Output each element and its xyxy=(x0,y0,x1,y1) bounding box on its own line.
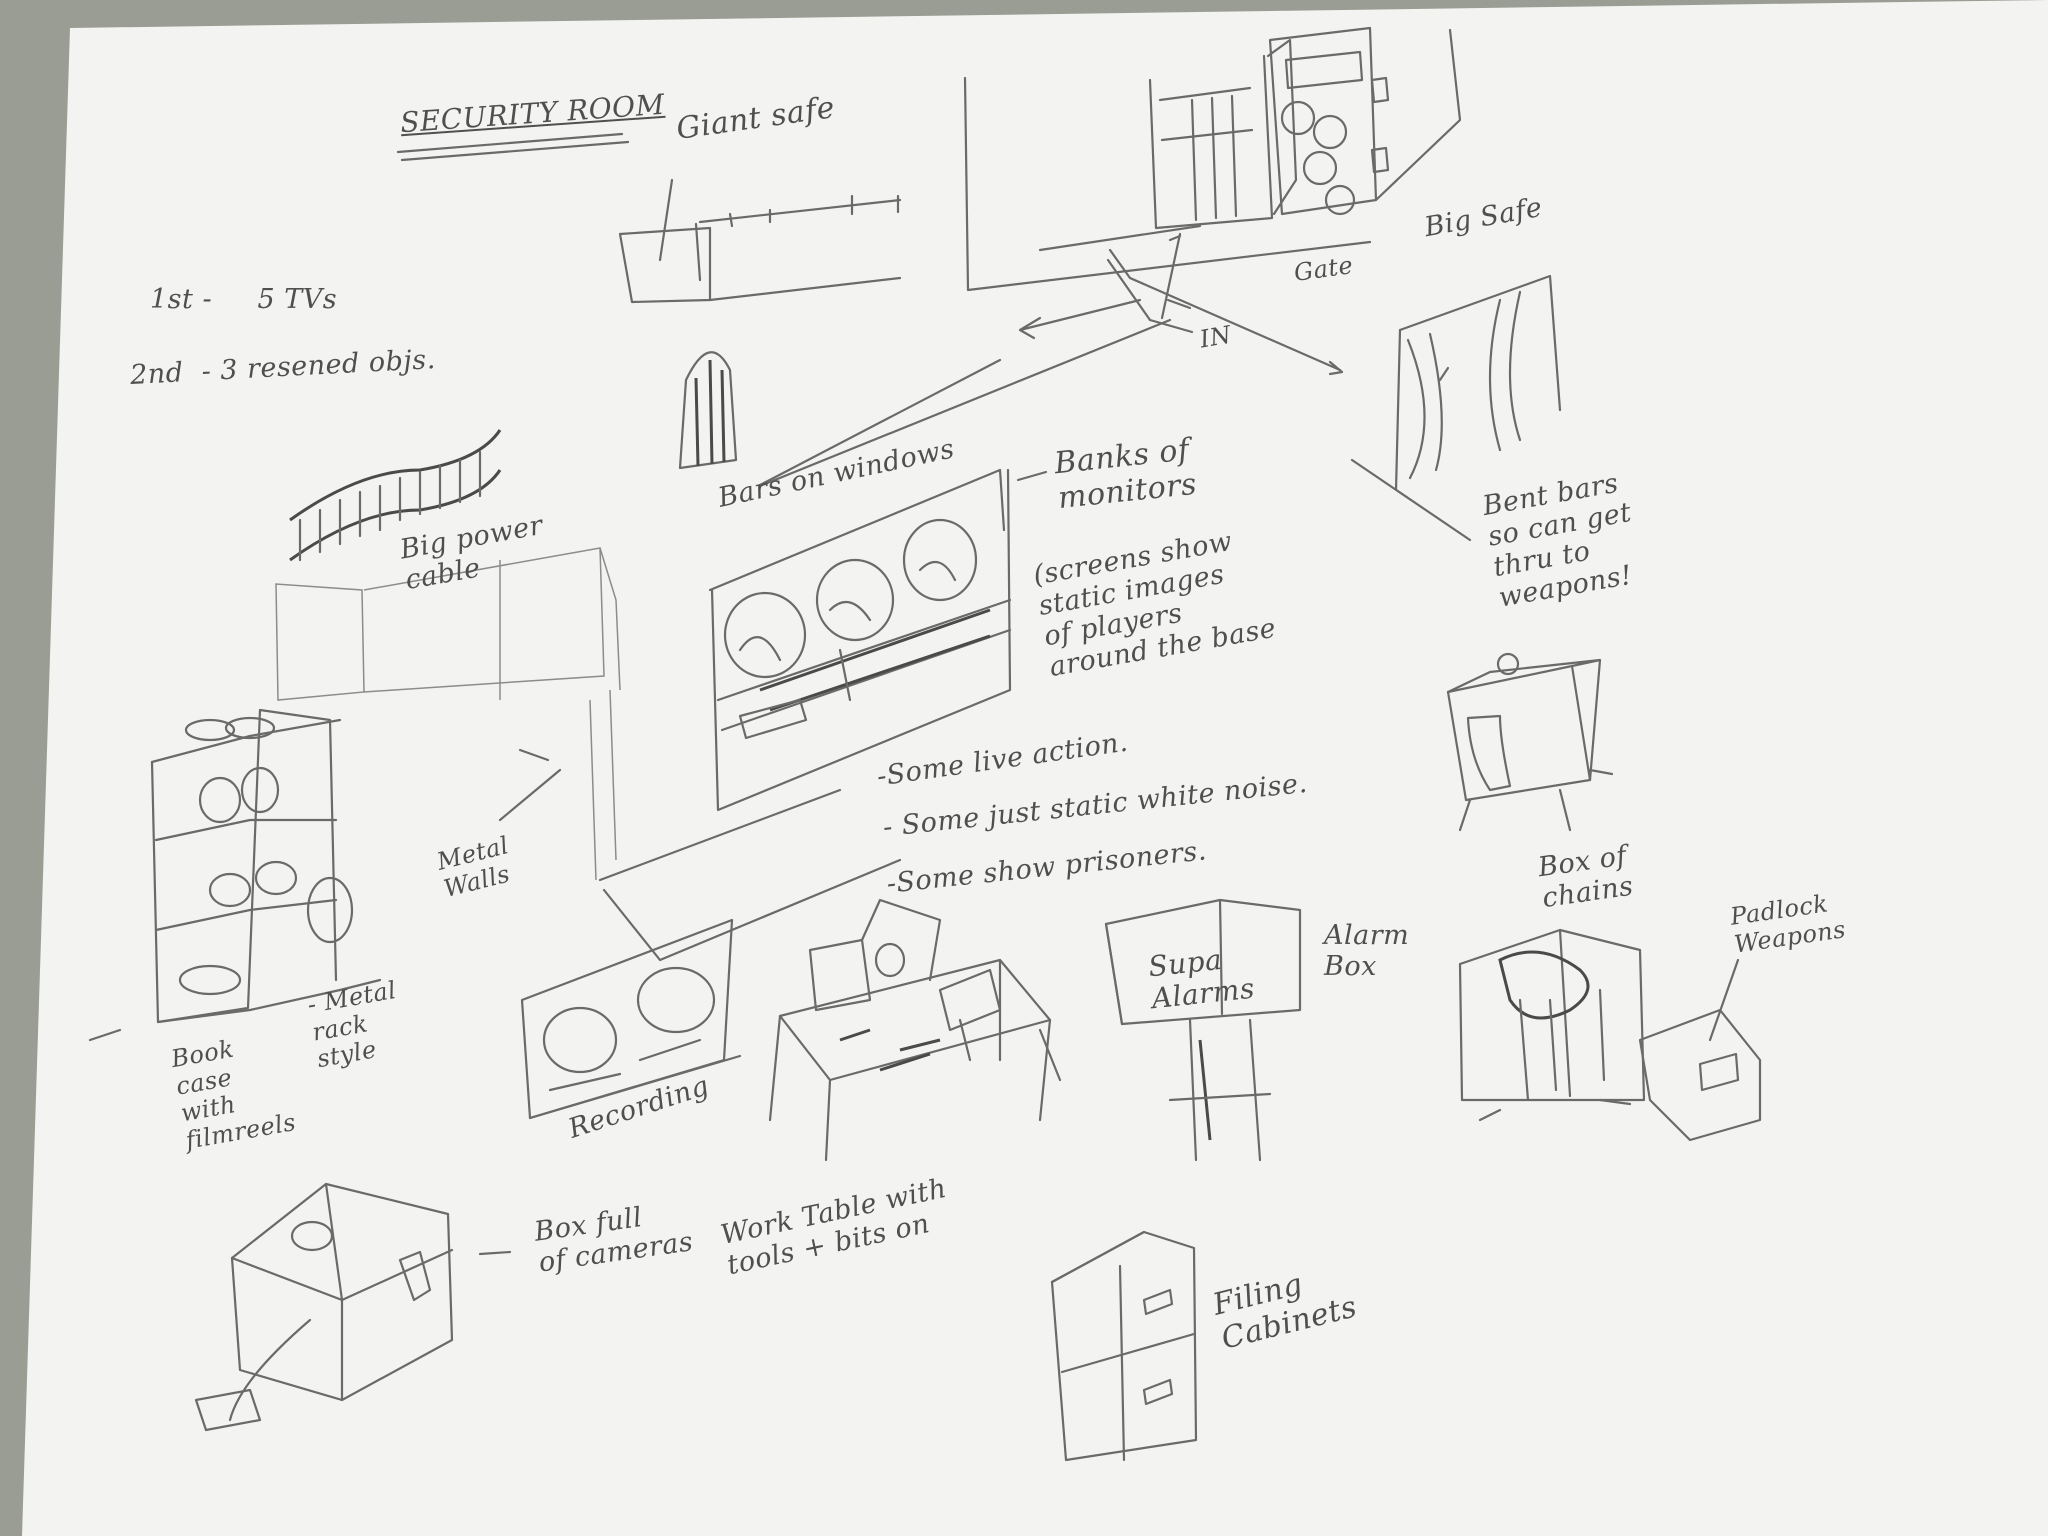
label-in: IN xyxy=(1197,320,1234,354)
filing-cabinets-sketch xyxy=(1050,1230,1198,1462)
label-box-of-chains: Box of chains xyxy=(1536,840,1636,915)
tv-set-sketch xyxy=(1446,652,1614,832)
power-cable-sketch xyxy=(275,429,621,701)
label-bookcase: Book case with filmreels xyxy=(169,1034,299,1155)
bent-bars-sketch xyxy=(1350,274,1562,542)
label-bent-bars: Bent bars so can get thru to weapons! xyxy=(1480,467,1635,614)
recording-reels-sketch xyxy=(520,918,742,1120)
alarm-box-sketch xyxy=(1104,898,1302,1162)
label-alarm-box: Alarm Box xyxy=(1324,920,1410,983)
bookcase-sketch xyxy=(88,708,382,1042)
label-banks-of-monitors: Banks of monitors xyxy=(1052,432,1199,516)
work-table-sketch xyxy=(768,898,1062,1162)
alarm-box-face-text: Supa Alarms xyxy=(1146,942,1257,1016)
paper-background xyxy=(22,0,2048,1536)
giant-safe-sketch xyxy=(618,178,902,304)
chains-box-sketch xyxy=(1458,928,1762,1142)
note-first-floor: 1st - 5 TVs xyxy=(150,284,338,315)
barred-window-sketch xyxy=(678,351,738,470)
camera-box-sketch xyxy=(194,1182,512,1432)
big-safe-sketch xyxy=(758,26,1462,488)
monitor-console-sketch xyxy=(498,358,1012,962)
label-metal-rack: - Metal rack style xyxy=(305,975,399,1074)
